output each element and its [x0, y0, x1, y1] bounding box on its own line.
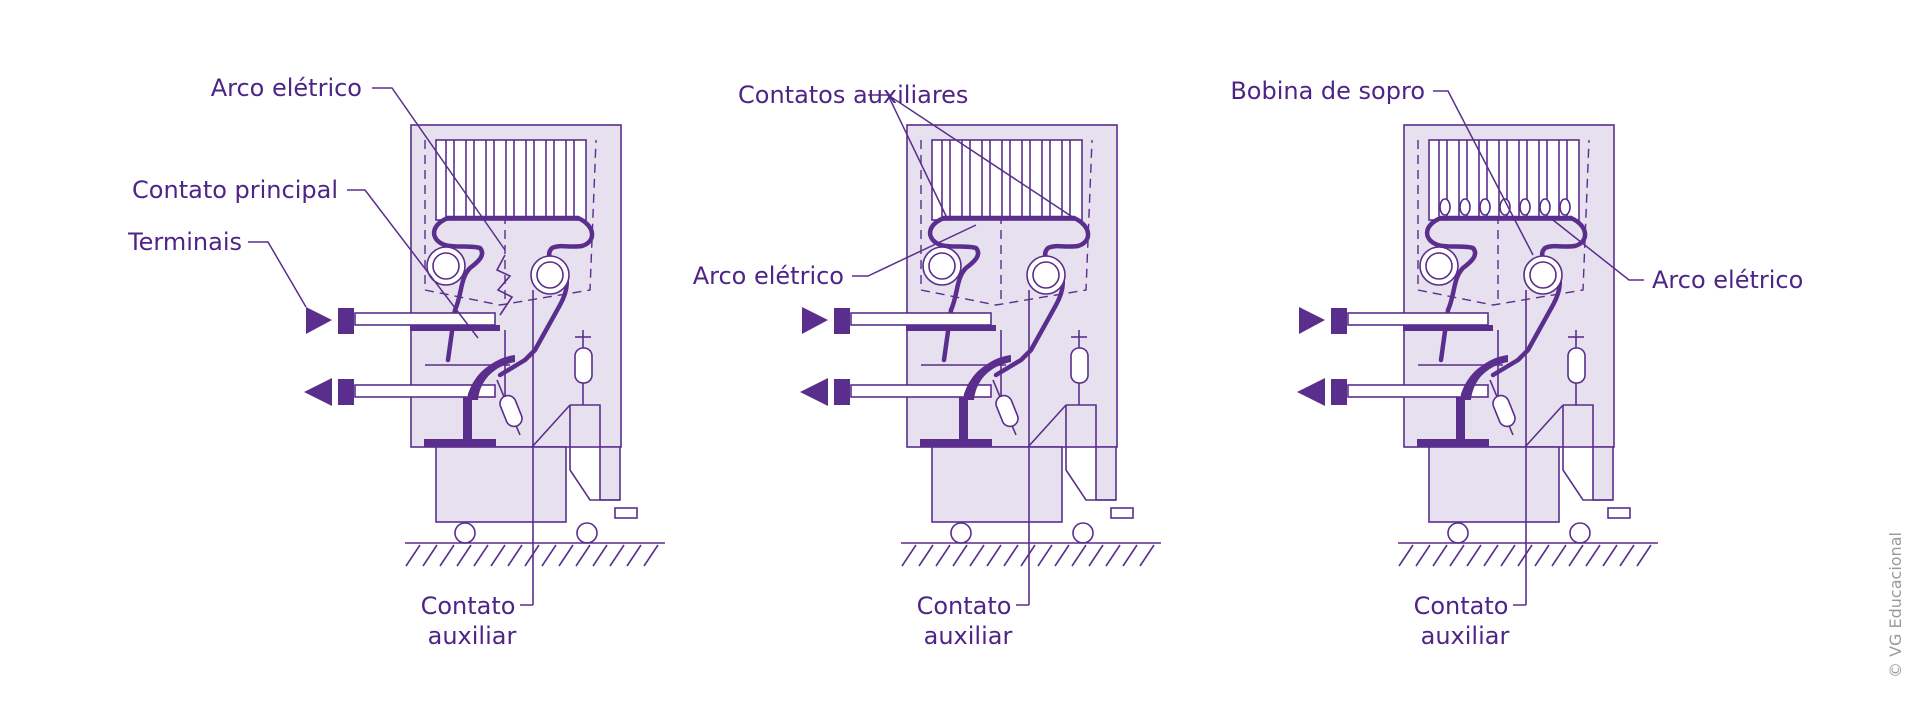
- label-contato-auxiliar-2-line1: Contato: [917, 592, 1012, 620]
- label-contato-auxiliar-line2: auxiliar: [428, 622, 517, 650]
- label-contato-principal: Contato principal: [132, 176, 338, 204]
- label-contatos-auxiliares: Contatos auxiliares: [738, 81, 968, 109]
- leader-bobina: [1433, 90, 1534, 256]
- label-contato-auxiliar-3-line1: Contato: [1414, 592, 1509, 620]
- label-bobina-de-sopro: Bobina de sopro: [1230, 77, 1425, 105]
- copyright-text: © VG Educacional: [1886, 532, 1905, 678]
- panel-2: Contatos auxiliares Arco elétrico Contat…: [693, 81, 1161, 650]
- label-terminais: Terminais: [127, 228, 242, 256]
- label-arco-eletrico-2: Arco elétrico: [693, 262, 844, 290]
- label-arco-eletrico-3: Arco elétrico: [1652, 266, 1803, 294]
- panel-3: Bobina de sopro Arco elétrico Contato au…: [1230, 77, 1803, 650]
- contactor-drawing-2: [800, 125, 1161, 605]
- label-contato-auxiliar-2-line2: auxiliar: [924, 622, 1013, 650]
- leader-terminais: [248, 241, 307, 308]
- leader-arco-2: [852, 224, 977, 277]
- label-contato-auxiliar-line1: Contato: [421, 592, 516, 620]
- leader-arco-3: [1552, 219, 1644, 281]
- leader-contato-principal: [347, 189, 479, 339]
- electric-arc-spark: [495, 254, 514, 316]
- label-arco-eletrico: Arco elétrico: [211, 74, 362, 102]
- leader-arco-1: [372, 87, 506, 251]
- bobina-coil-loops: [1439, 198, 1571, 216]
- leader-contatos-auxiliares-b: [887, 94, 1075, 219]
- label-contato-auxiliar-3-line2: auxiliar: [1421, 622, 1510, 650]
- contactor-drawing-3: [1297, 125, 1658, 605]
- contactor-drawing-1: [304, 125, 665, 605]
- panel-1: Arco elétrico Contato principal Terminai…: [127, 74, 665, 650]
